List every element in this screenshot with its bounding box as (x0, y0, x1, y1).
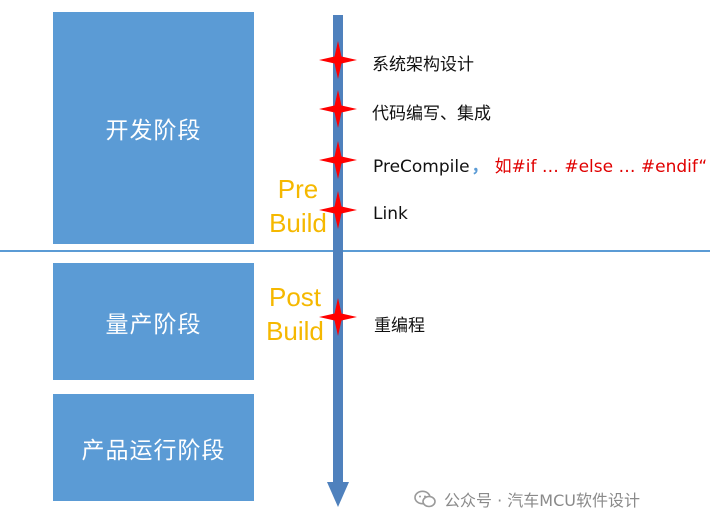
star-precompile-icon (319, 141, 357, 179)
timeline-arrowhead (327, 482, 349, 507)
step-reprogramming: 重编程 (374, 316, 425, 336)
star-architecture-icon (319, 41, 357, 79)
star-link-icon (319, 191, 357, 229)
precompile-label: PreCompile (373, 157, 470, 177)
timeline-shaft (333, 15, 343, 483)
phase-divider-line (0, 250, 710, 252)
operation-phase-label: 产品运行阶段 (81, 437, 226, 464)
step-coding-integration: 代码编写、集成 (372, 104, 491, 124)
precompile-separator: ， (471, 157, 489, 177)
wechat-icon (414, 490, 436, 508)
development-phase-box: 开发阶段 (53, 12, 254, 244)
watermark: 公众号 · 汽车MCU软件设计 (414, 487, 640, 511)
precompile-example: 如#if … #else … #endif“ (494, 157, 708, 177)
pre-build-label: Pre Build (269, 174, 327, 238)
step-architecture-design: 系统架构设计 (372, 55, 474, 75)
mass-production-phase-label: 量产阶段 (105, 311, 202, 338)
post-build-label: Post Build (266, 282, 324, 346)
development-phase-label: 开发阶段 (105, 118, 202, 144)
star-coding-icon (319, 90, 357, 128)
step-link: Link (373, 204, 408, 224)
timeline-arrow (327, 15, 349, 507)
milestone-stars (319, 41, 357, 336)
step-precompile: PreCompile，如#if … #else … #endif“ (373, 152, 707, 177)
star-reprogramming-icon (319, 298, 357, 336)
operation-phase-box: 产品运行阶段 (53, 394, 254, 501)
watermark-text: 公众号 · 汽车MCU软件设计 (444, 491, 640, 510)
mass-production-phase-box: 量产阶段 (53, 263, 254, 380)
